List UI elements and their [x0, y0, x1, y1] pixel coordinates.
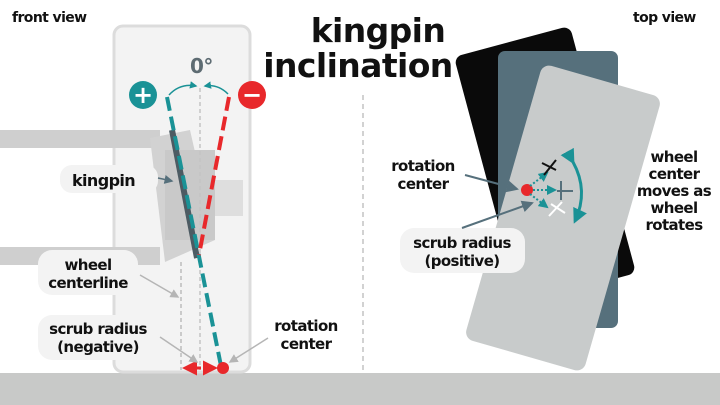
rotation-center-front-line2: center	[281, 335, 333, 353]
svg-text:rotates: rotates	[645, 216, 703, 234]
svg-text:wheel: wheel	[650, 199, 697, 217]
scrub-radius-neg-line2: (negative)	[57, 338, 139, 356]
scrub-radius-neg-line1: scrub radius	[49, 320, 147, 338]
scrub-radius-pos-line2: (positive)	[424, 252, 499, 270]
svg-text:moves as: moves as	[637, 182, 712, 200]
negative-inclination-line	[197, 96, 231, 256]
ground	[0, 373, 720, 405]
scrub-vector-up	[529, 171, 549, 187]
wheel-centerline-label-line2: centerline	[48, 274, 128, 292]
rotation-arc-arrow	[560, 147, 587, 224]
svg-text:+: +	[133, 81, 153, 109]
wheel-centerline-label-bg	[38, 250, 138, 295]
positive-inclination-line	[165, 96, 223, 367]
title-line1: kingpin	[311, 11, 446, 50]
rotation-center-top-pointer	[464, 174, 519, 193]
upper-arm	[0, 130, 160, 148]
plus-angle-arrow	[168, 81, 198, 96]
title-line2: inclination	[263, 46, 452, 85]
rotation-center-dot-top	[521, 184, 533, 196]
kingpin-label: kingpin	[72, 171, 135, 190]
scrub-radius-top-pointer	[461, 200, 534, 229]
rotation-center-pointer	[228, 337, 269, 363]
svg-text:−: −	[242, 81, 262, 109]
front-view-heading: front view	[12, 10, 87, 26]
scrub-radius-label-bg	[38, 315, 158, 360]
wheel-center-mark-black	[541, 159, 557, 176]
wheel-centerline-label-line1: wheel	[64, 256, 111, 274]
angle-label: 0°	[190, 54, 213, 78]
svg-text:center: center	[649, 165, 701, 183]
kingpin	[169, 129, 200, 259]
minus-angle-arrow	[203, 81, 229, 95]
rotation-center-dot	[217, 362, 229, 374]
rotation-center-top-line1: rotation	[391, 157, 455, 175]
plus-icon: +	[129, 81, 157, 109]
scrub-radius-pos-line1: scrub radius	[413, 234, 511, 252]
svg-text:wheel: wheel	[650, 148, 697, 166]
scrub-radius-pointer	[159, 336, 199, 363]
hub-thread	[215, 180, 243, 216]
front-view: 0° + − kingpin wheel centerline scrub ra…	[0, 10, 338, 376]
minus-icon: −	[238, 81, 266, 109]
kingpin-pointer	[157, 175, 174, 184]
scrub-vector-down	[529, 193, 549, 209]
kingpin-label-bg	[60, 165, 158, 193]
wheel-centerline-pointer	[139, 274, 180, 298]
rotation-center-front-line1: rotation	[274, 317, 338, 335]
scrub-radius-top-label-bg	[400, 228, 525, 273]
top-view-heading: top view	[633, 10, 696, 26]
rotation-center-top-line2: center	[398, 175, 450, 193]
top-view: rotation center scrub radius (positive) …	[391, 10, 713, 371]
wheel-center-note: wheel center moves as wheel rotates	[637, 148, 713, 234]
